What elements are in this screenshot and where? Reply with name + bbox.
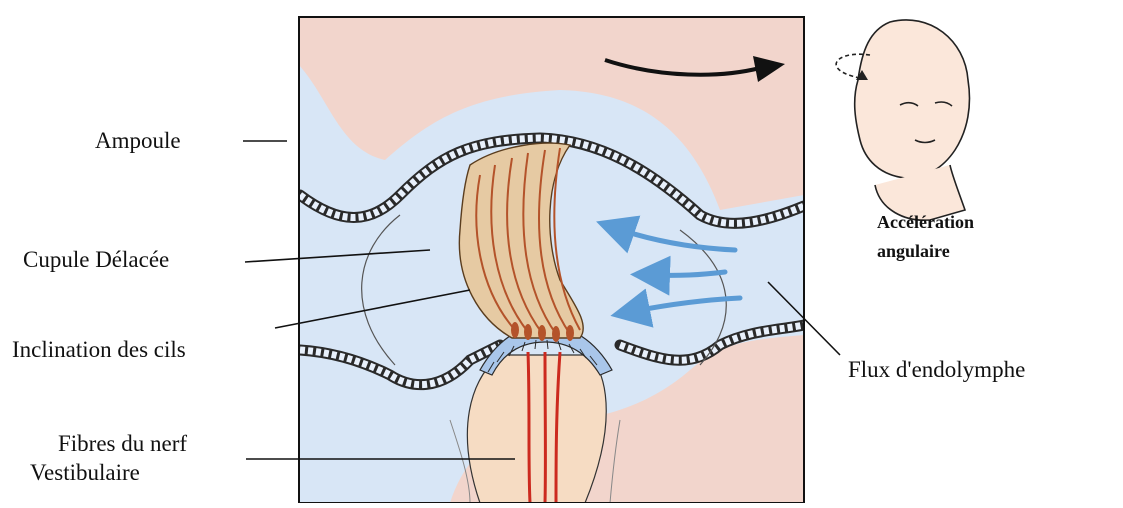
- label-cupule: Cupule Délacée: [23, 246, 169, 273]
- label-acceleration-line2: angulaire: [877, 238, 950, 264]
- nerve-trunk: [467, 355, 606, 503]
- label-flux: Flux d'endolymphe: [848, 356, 1025, 383]
- label-fibres-line2: Vestibulaire: [30, 459, 140, 486]
- label-fibres-line1: Fibres du nerf: [58, 430, 187, 457]
- label-acceleration-line1: Accélération: [877, 209, 974, 235]
- head-icon: [855, 20, 970, 220]
- ampulla-illustration: [299, 17, 804, 503]
- label-inclination: Inclination des cils: [12, 336, 186, 363]
- label-ampoule: Ampoule: [95, 127, 181, 154]
